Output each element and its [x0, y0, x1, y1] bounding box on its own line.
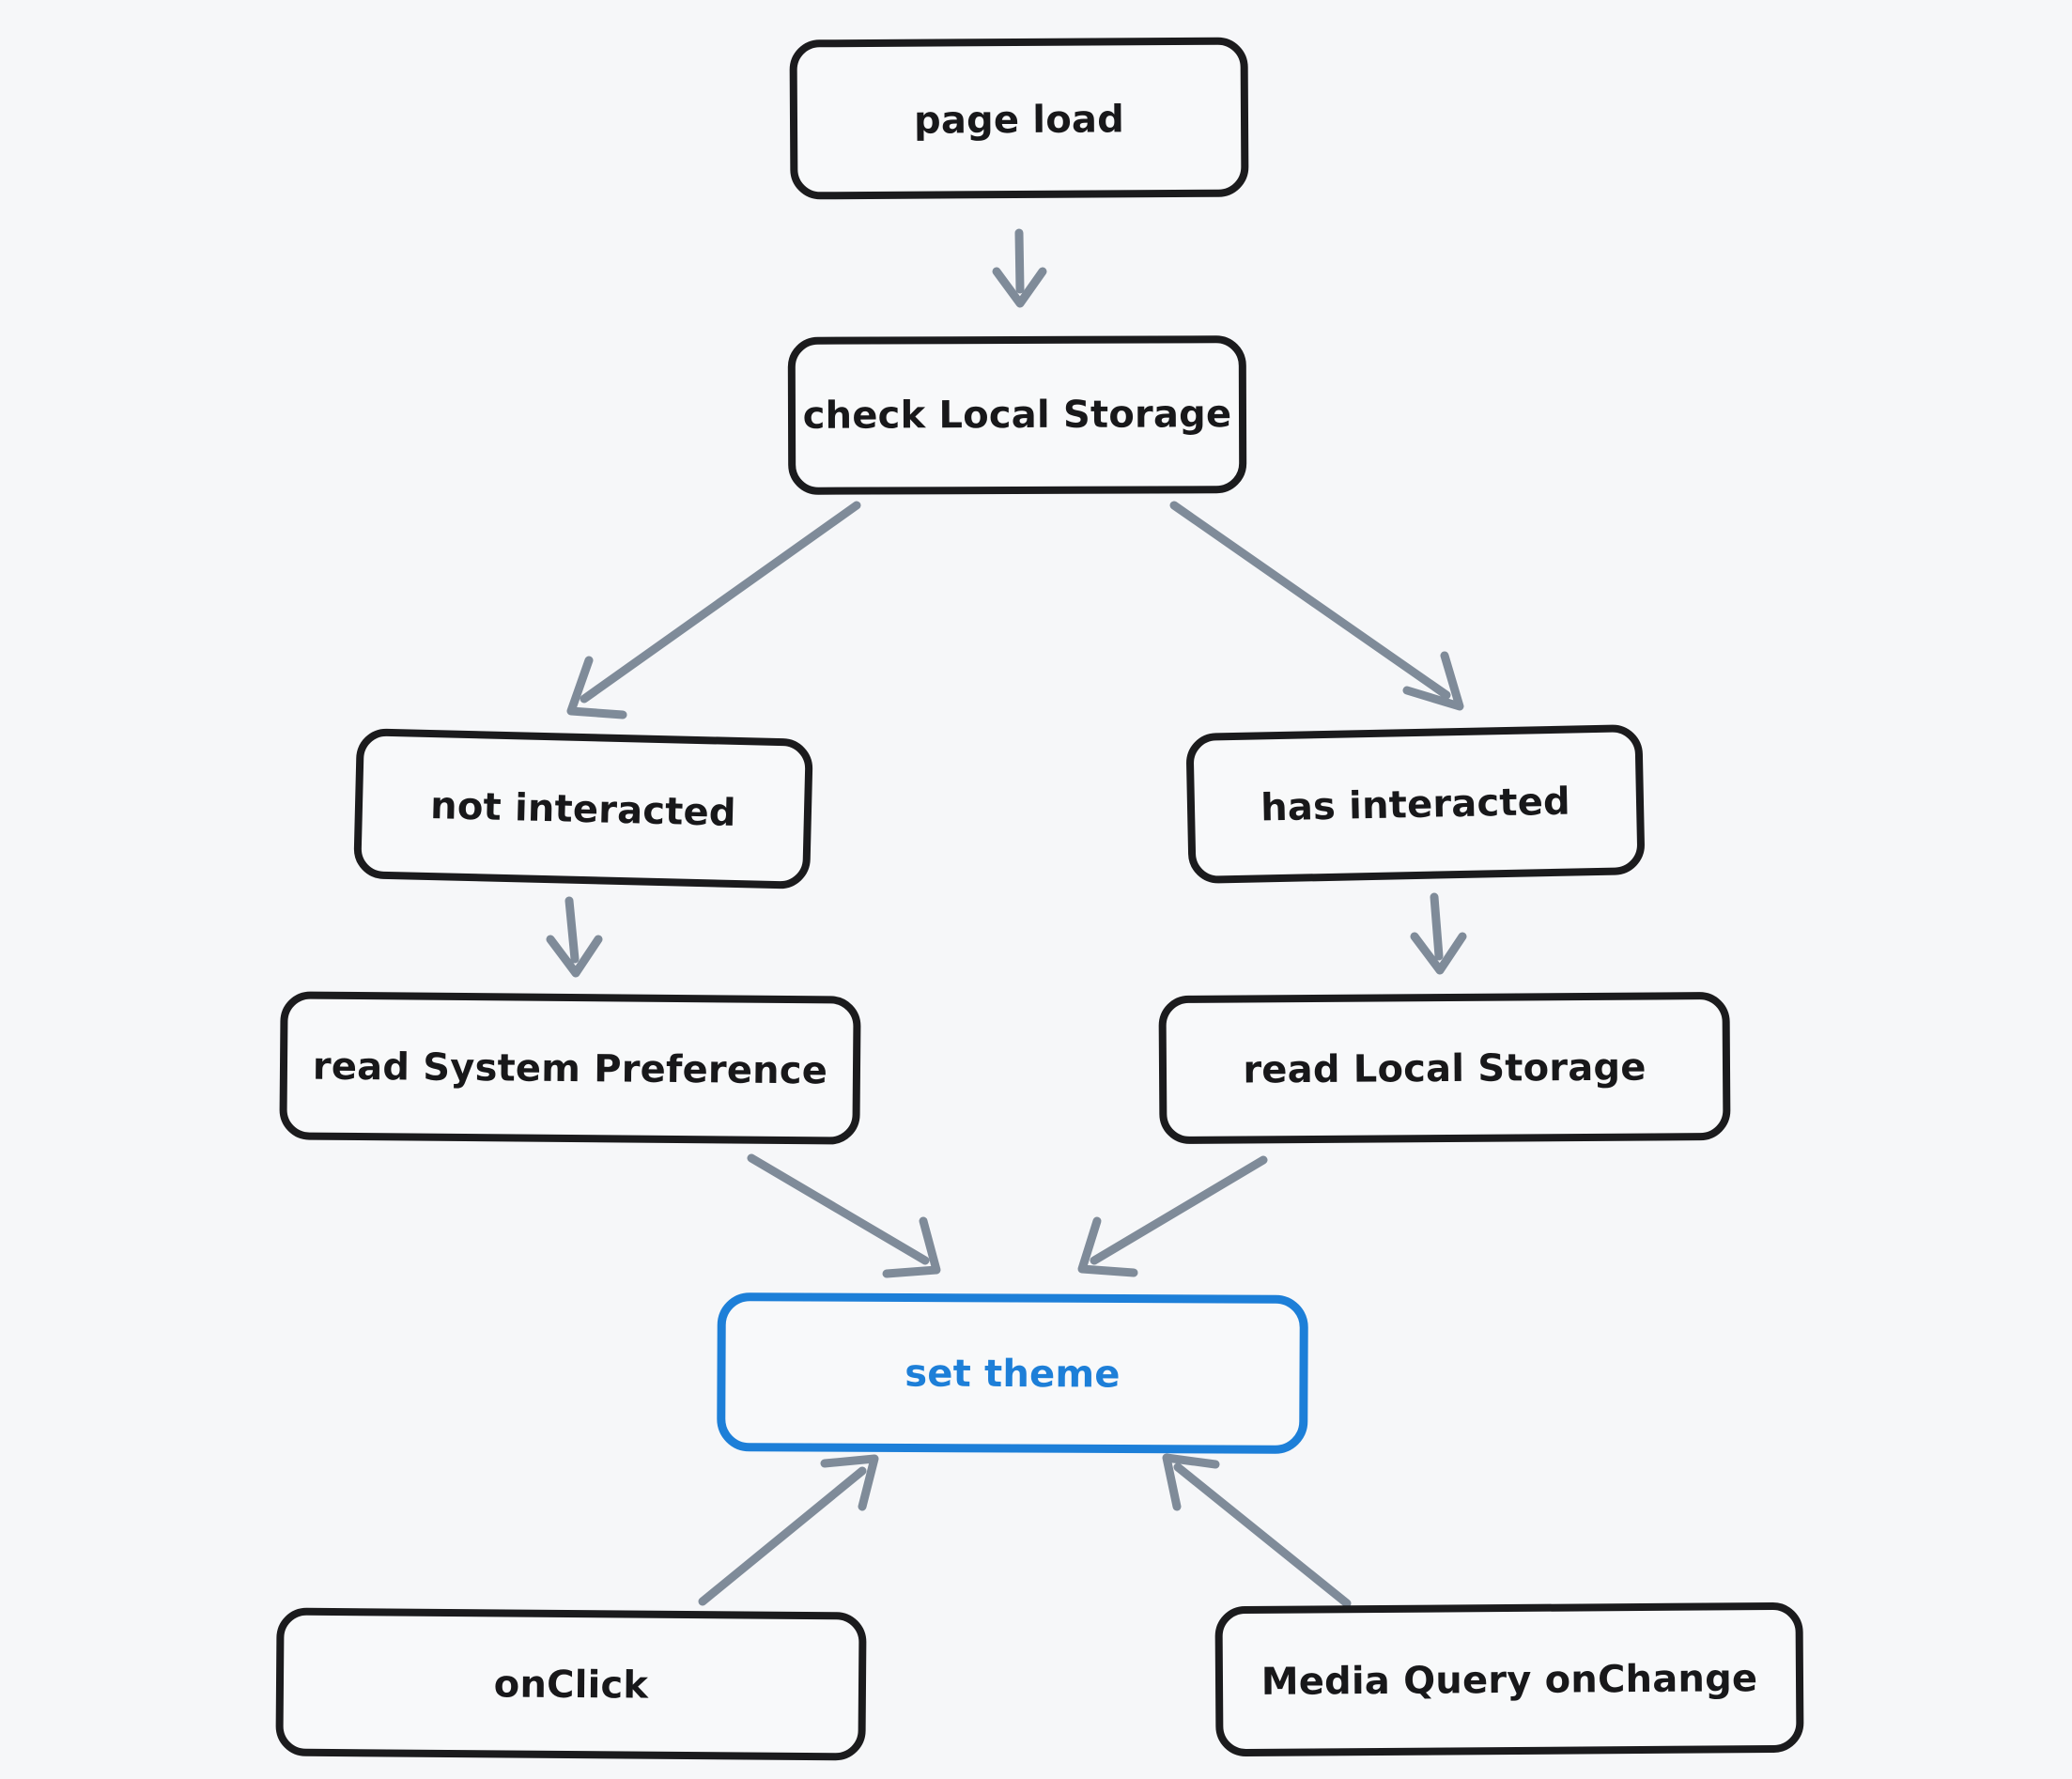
edge-check-local-storage-to-has-interacted [1169, 501, 1464, 711]
node-read-system-preference-shape[interactable] [279, 991, 861, 1145]
node-has-interacted-shape[interactable] [1186, 724, 1645, 884]
node-has-interacted-label: has interacted [1260, 781, 1571, 830]
node-onclick-label: onClick [494, 1663, 650, 1707]
edge-layer [546, 228, 1467, 1608]
node-media-query-onchange-label: Media Query onChange [1261, 1657, 1758, 1704]
edge-onclick-to-set-theme [698, 1454, 879, 1606]
node-set-theme-shape[interactable] [717, 1292, 1308, 1454]
node-page-load[interactable]: page load [789, 37, 1249, 200]
node-read-local-storage[interactable]: read Local Storage [1158, 992, 1731, 1144]
node-layer: page load check Local Storage not intera… [275, 37, 1804, 1761]
node-check-local-storage-shape[interactable] [787, 335, 1247, 495]
node-read-system-preference[interactable]: read System Preference [279, 991, 861, 1145]
node-onclick-shape[interactable] [275, 1607, 867, 1761]
edge-media-query-to-set-theme [1162, 1453, 1352, 1608]
node-check-local-storage-label: check Local Storage [803, 393, 1232, 438]
node-page-load-shape[interactable] [789, 37, 1249, 200]
node-has-interacted[interactable]: has interacted [1186, 724, 1645, 884]
node-read-local-storage-label: read Local Storage [1243, 1046, 1647, 1092]
edge-not-interacted-to-read-system-preference [546, 896, 603, 978]
node-set-theme[interactable]: set theme [717, 1292, 1308, 1454]
node-check-local-storage[interactable]: check Local Storage [787, 335, 1247, 495]
node-page-load-label: page load [914, 98, 1124, 142]
node-media-query-onchange-shape[interactable] [1214, 1602, 1804, 1756]
node-not-interacted-shape[interactable] [353, 728, 813, 890]
edge-read-local-storage-to-set-theme [1077, 1155, 1268, 1277]
edge-read-system-preference-to-set-theme [747, 1153, 941, 1278]
node-media-query-onchange[interactable]: Media Query onChange [1214, 1602, 1804, 1756]
edge-has-interacted-to-read-local-storage [1410, 892, 1467, 975]
node-read-system-preference-label: read System Preference [313, 1045, 828, 1093]
edge-page-load-to-check-local-storage [992, 228, 1047, 308]
node-not-interacted-label: not interacted [430, 784, 737, 835]
node-onclick[interactable]: onClick [275, 1607, 867, 1761]
edge-check-local-storage-to-not-interacted [566, 501, 861, 719]
node-not-interacted[interactable]: not interacted [353, 728, 813, 890]
node-read-local-storage-shape[interactable] [1158, 992, 1731, 1144]
node-set-theme-label: set theme [905, 1352, 1121, 1396]
